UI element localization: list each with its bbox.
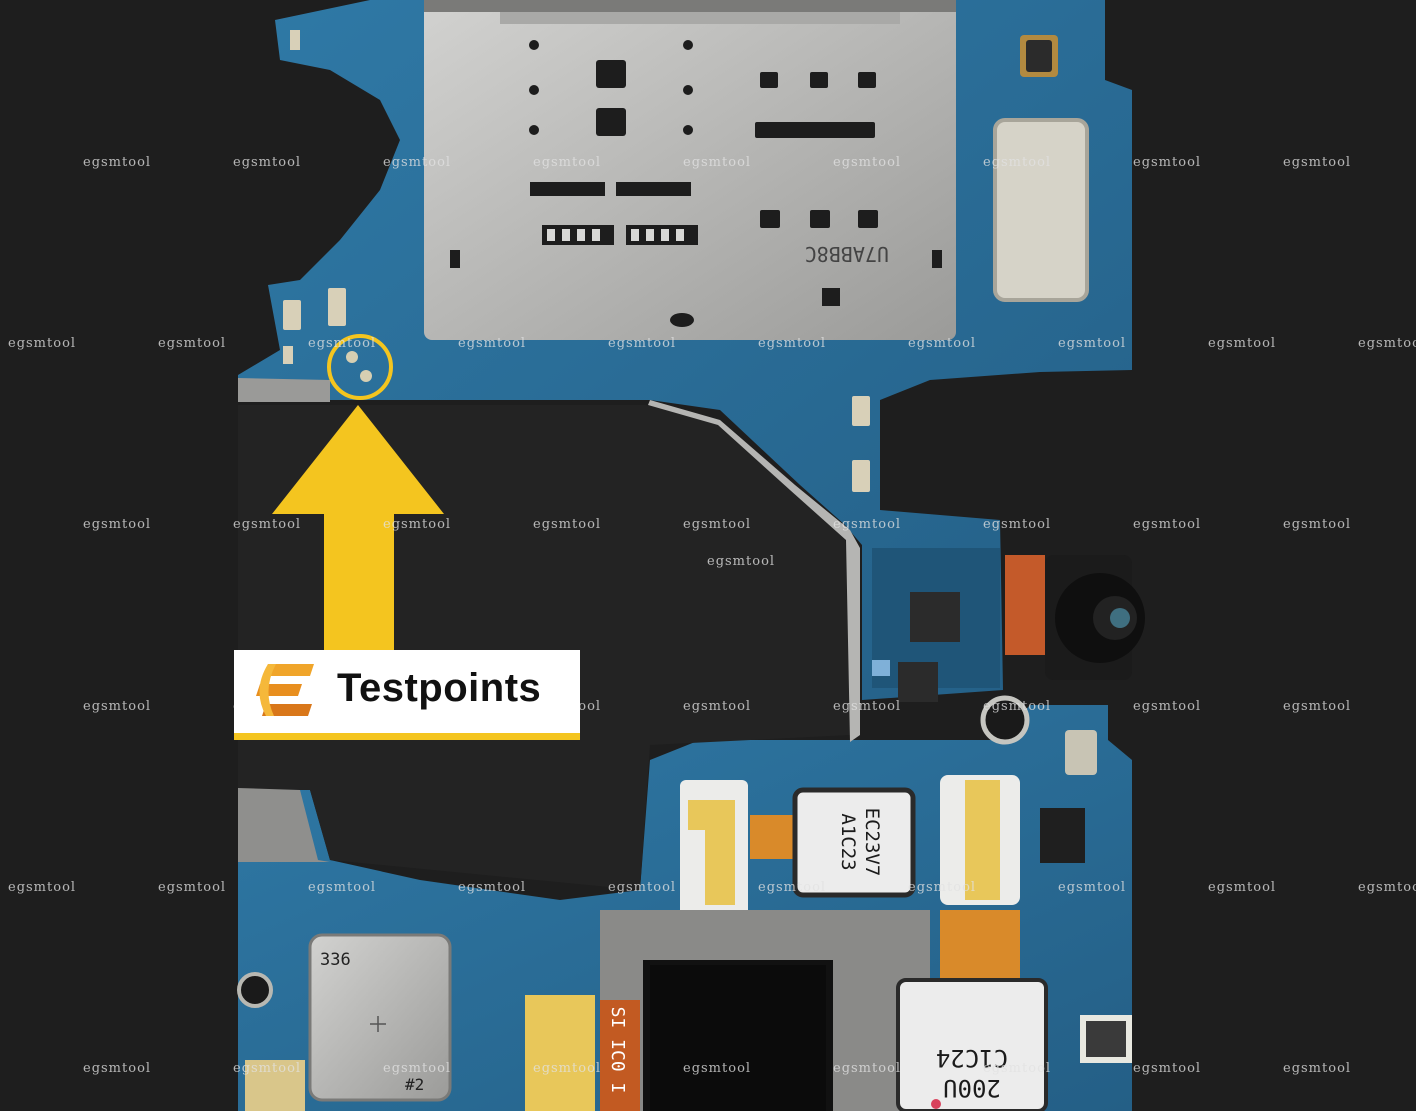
chip-b [896,978,1048,1111]
shield-code: 336 [320,950,351,970]
watermark-text: egsmtool [1283,155,1352,170]
watermark-text: egsmtool [8,336,77,351]
watermark-text: egsmtool [1133,699,1202,714]
watermark-text: egsmtool [1283,517,1352,532]
watermark-text: egsmtool [308,880,377,895]
watermark-text: egsmtool [158,880,227,895]
testpoint-pad-2 [360,370,372,382]
watermark-text: egsmtool [908,336,977,351]
testpoint-pad-1 [346,351,358,363]
watermark-text: egsmtool [758,880,827,895]
shield-mark: #2 [405,1075,424,1094]
watermark-text: egsmtool [158,336,227,351]
watermark-text: egsmtool [1133,1061,1202,1076]
shield-can-small [993,118,1089,302]
watermark-text: egsmtool [83,155,152,170]
watermark-text: egsmtool [983,1061,1052,1076]
logo-icon [256,664,314,716]
watermark-text: egsmtool [833,1061,902,1076]
watermark-text: egsmtool [383,517,452,532]
testpoints-label: Testpoints [234,650,580,740]
chip-a-line2: EC23V7 [861,808,883,877]
watermark-text: egsmtool [533,517,602,532]
watermark-text: egsmtool [1283,1061,1352,1076]
watermark-text: egsmtool [833,155,902,170]
watermark-text: egsmtool [233,517,302,532]
watermark-text: egsmtool [983,699,1052,714]
chip-a [792,787,916,898]
watermark-text: egsmtool [608,880,677,895]
testpoints-label-text: Testpoints [337,666,542,710]
watermark-text: egsmtool [833,517,902,532]
watermark-text: egsmtool [83,1061,152,1076]
watermark-text: egsmtool [458,336,527,351]
watermark-text: egsmtool [533,1061,602,1076]
testpoint-highlight-circle [327,334,393,400]
watermark-text: egsmtool [8,880,77,895]
watermark-text: egsmtool [233,155,302,170]
watermark-text: egsmtool [233,1061,302,1076]
watermark-text: egsmtool [683,155,752,170]
watermark-text: egsmtool [458,880,527,895]
watermark-text: egsmtool [1133,155,1202,170]
watermark-text: egsmtool [533,155,602,170]
watermark-text: egsmtool [83,517,152,532]
watermark-text: egsmtool [833,699,902,714]
watermark-text: egsmtool [383,155,452,170]
watermark-text: egsmtool [983,155,1052,170]
watermark-text: egsmtool [608,336,677,351]
watermark-text: egsmtool [707,554,776,569]
flex-mark: SI IC0 I [607,1007,628,1094]
tray-mark: U7ABB8C [805,242,889,266]
watermark-text: egsmtool [1133,517,1202,532]
watermark-text: egsmtool [683,1061,752,1076]
sim-tray-shield [424,0,956,340]
watermark-text: egsmtool [1358,336,1416,351]
shield-can-large [308,933,452,1102]
watermark-text: egsmtool [383,1061,452,1076]
watermark-text: egsmtool [908,880,977,895]
chip-a-line1: A1C23 [837,813,859,870]
watermark-text: egsmtool [1208,880,1277,895]
chip-b-line2: 200U [943,1074,1001,1102]
watermark-text: egsmtool [683,699,752,714]
watermark-text: egsmtool [1358,880,1416,895]
watermark-text: egsmtool [983,517,1052,532]
watermark-text: egsmtool [758,336,827,351]
watermark-text: egsmtool [683,517,752,532]
chip-b-line1: C1C24 [936,1044,1008,1072]
watermark-text: egsmtool [1058,880,1127,895]
watermark-text: egsmtool [1058,336,1127,351]
watermark-text: egsmtool [83,699,152,714]
watermark-text: egsmtool [1208,336,1277,351]
watermark-text: egsmtool [1283,699,1352,714]
watermark-text: egsmtool [308,336,377,351]
arrow-up-icon [272,405,444,652]
